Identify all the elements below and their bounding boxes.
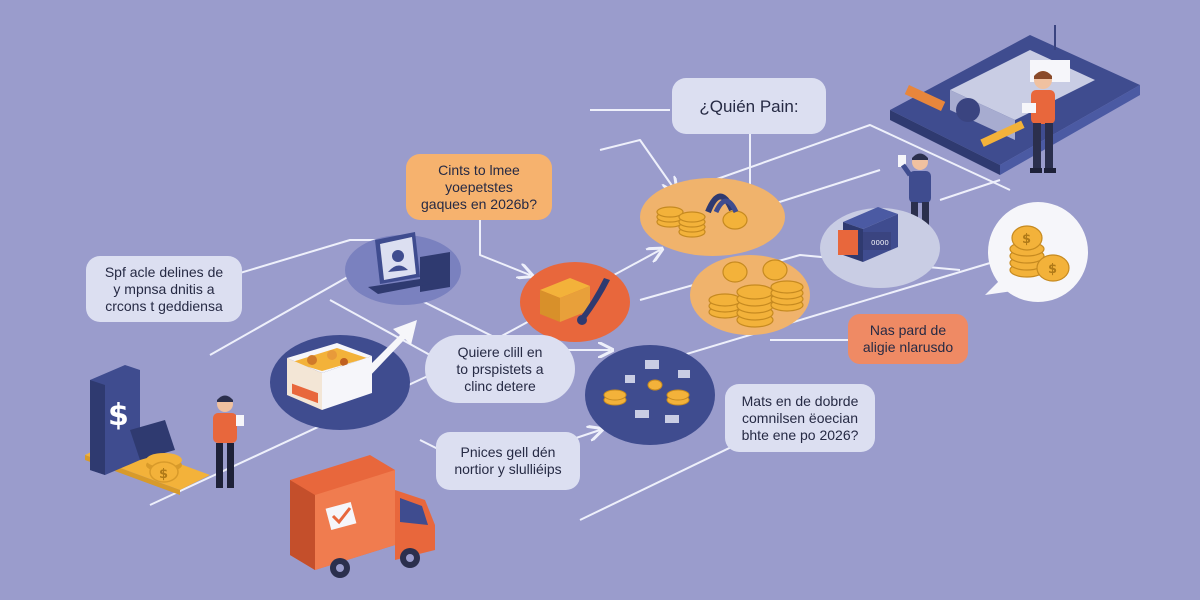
package-icon <box>540 278 610 325</box>
coin-stack-icon <box>708 259 804 328</box>
svg-text:$: $ <box>159 467 168 482</box>
svg-text:0000: 0000 <box>871 239 889 247</box>
bubble-cints: Cints to lmee yoepetstes gaques en 2026b… <box>406 154 552 220</box>
up-arrow-icon <box>360 320 417 379</box>
bubble-mats: Mats en de dobrde comnilsen ëoecian bhte… <box>725 384 875 452</box>
bubble-quien-pain: ¿Quién Pain: <box>672 78 826 134</box>
svg-text:$: $ <box>1022 232 1031 247</box>
tokens-icon <box>603 360 690 423</box>
bubble-spf: Spf acle delines de y mpnsa dnitis a crc… <box>86 256 242 322</box>
person-icon <box>213 395 244 488</box>
bubble-pnices: Pnices gell dén nortior y slulliéips <box>436 432 580 490</box>
svg-text:$: $ <box>1048 262 1057 277</box>
bubble-nas-pard: Nas pard de aligie nlarusdo <box>848 314 968 364</box>
monitor-icon <box>368 232 450 294</box>
bubble-quiere: Quiere clill en to prspistets a clinc de… <box>425 335 575 403</box>
gold-coins-icon <box>656 193 748 238</box>
open-box-icon <box>287 343 372 410</box>
coin-speech-bubble: $ $ <box>985 202 1088 302</box>
person-icon <box>1022 71 1056 173</box>
dollar-terminal-icon: $ $ <box>85 365 210 495</box>
credit-card-icon: 0000 <box>838 207 898 262</box>
delivery-truck-icon <box>290 455 435 578</box>
svg-text:$: $ <box>108 398 129 433</box>
